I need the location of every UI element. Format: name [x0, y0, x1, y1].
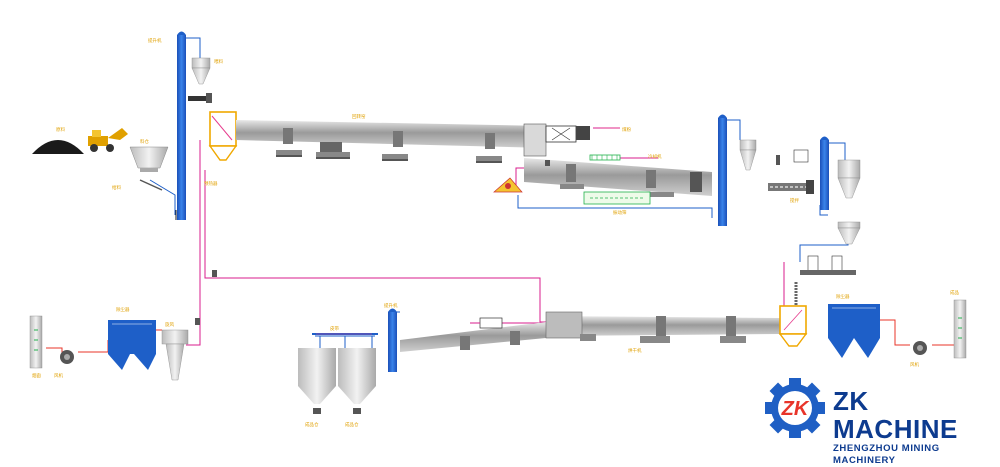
process-flow-diagram: 原料 料仓 给料 提升机 喂料 预热器 — [29, 31, 967, 438]
raw-pile-label: 原料 — [56, 126, 65, 133]
rotary-kiln: 回转窑 — [236, 113, 546, 163]
belt-conveyor-mid: 皮带 — [312, 325, 378, 335]
dust-collector-left: 除尘器 — [108, 306, 156, 370]
logo-letters: ZK — [781, 398, 810, 420]
pipe-network — [46, 37, 960, 358]
product-label: 成品 — [950, 289, 959, 296]
crusher — [493, 177, 523, 193]
elevator-2-label: 提升机 — [384, 302, 398, 309]
grate-screen: 振动筛 — [583, 191, 651, 216]
dust-2-label: 除尘器 — [836, 293, 850, 300]
preheater: 预热器 — [204, 111, 238, 187]
cyclone-left: 旋风 — [161, 321, 189, 381]
small-hopper — [776, 149, 809, 165]
bucket-elevator-2 — [718, 114, 727, 226]
rotary-dryer: 烘干机 — [400, 311, 780, 354]
silo-1-label: 成品仓 — [305, 421, 319, 428]
brand-block: ZK MACHINE ZHENGZHOU MINING MACHINERY — [833, 387, 1000, 467]
chimney-right: 成品 — [950, 289, 967, 359]
burner — [470, 317, 503, 329]
feeder-label: 给料 — [112, 184, 121, 191]
fan-right: 风机 — [910, 341, 927, 368]
preheater-label: 预热器 — [204, 180, 218, 187]
cyclone-label: 旋风 — [165, 321, 174, 328]
cyclone-right — [778, 305, 808, 347]
fan-1-label: 风机 — [54, 372, 63, 379]
fan-2-label: 风机 — [910, 361, 919, 368]
screen-label: 振动筛 — [613, 209, 627, 216]
top-hopper: 喂料 — [191, 57, 223, 85]
bucket-elevator-4: 提升机 — [384, 302, 398, 372]
right-hopper-1 — [739, 139, 757, 171]
elevator-1-label: 提升机 — [148, 37, 162, 44]
vibrating-screen-top — [589, 154, 621, 161]
chimney-label: 烟囱 — [32, 372, 41, 379]
fan-left: 风机 — [54, 350, 74, 379]
chimney-left: 烟囱 — [29, 315, 43, 379]
brand-subtitle: ZHENGZHOU MINING MACHINERY — [833, 443, 940, 466]
feed-hopper: 料仓 给料 — [112, 138, 169, 191]
hopper-label: 料仓 — [140, 138, 149, 145]
dust-1-label: 除尘器 — [116, 306, 130, 313]
kiln-label: 回转窑 — [352, 113, 366, 120]
mixer-label: 搅拌 — [790, 197, 799, 204]
right-silo — [837, 159, 861, 245]
finished-silo-1: 成品仓 — [298, 348, 336, 428]
bucket-elevator-3 — [820, 136, 829, 210]
brand-name: ZK MACHINE — [833, 386, 958, 444]
dryer-label: 烘干机 — [628, 347, 642, 354]
belt-label: 皮带 — [330, 325, 339, 332]
valve-markers — [195, 160, 550, 325]
finished-silo-2: 成品仓 — [338, 348, 376, 428]
zk-logo-icon: ZK — [765, 378, 825, 438]
feeder-2-label: 喂料 — [214, 58, 223, 65]
cooler-label: 冷却机 — [648, 153, 662, 160]
coal-label: 煤粉 — [622, 126, 631, 133]
silo-2-label: 成品仓 — [345, 421, 359, 428]
raw-material-pile: 原料 — [32, 126, 84, 154]
wheel-loader — [88, 128, 128, 152]
screw-feeder-1 — [188, 93, 212, 103]
mixer: 搅拌 — [768, 180, 814, 204]
cooler: 冷却机 — [524, 153, 712, 197]
packing-valves — [800, 255, 856, 275]
dust-collector-right: 除尘器 — [828, 293, 880, 358]
kiln-hood: 煤粉 — [523, 123, 631, 157]
bucket-elevator-1: 提升机 — [148, 31, 186, 220]
